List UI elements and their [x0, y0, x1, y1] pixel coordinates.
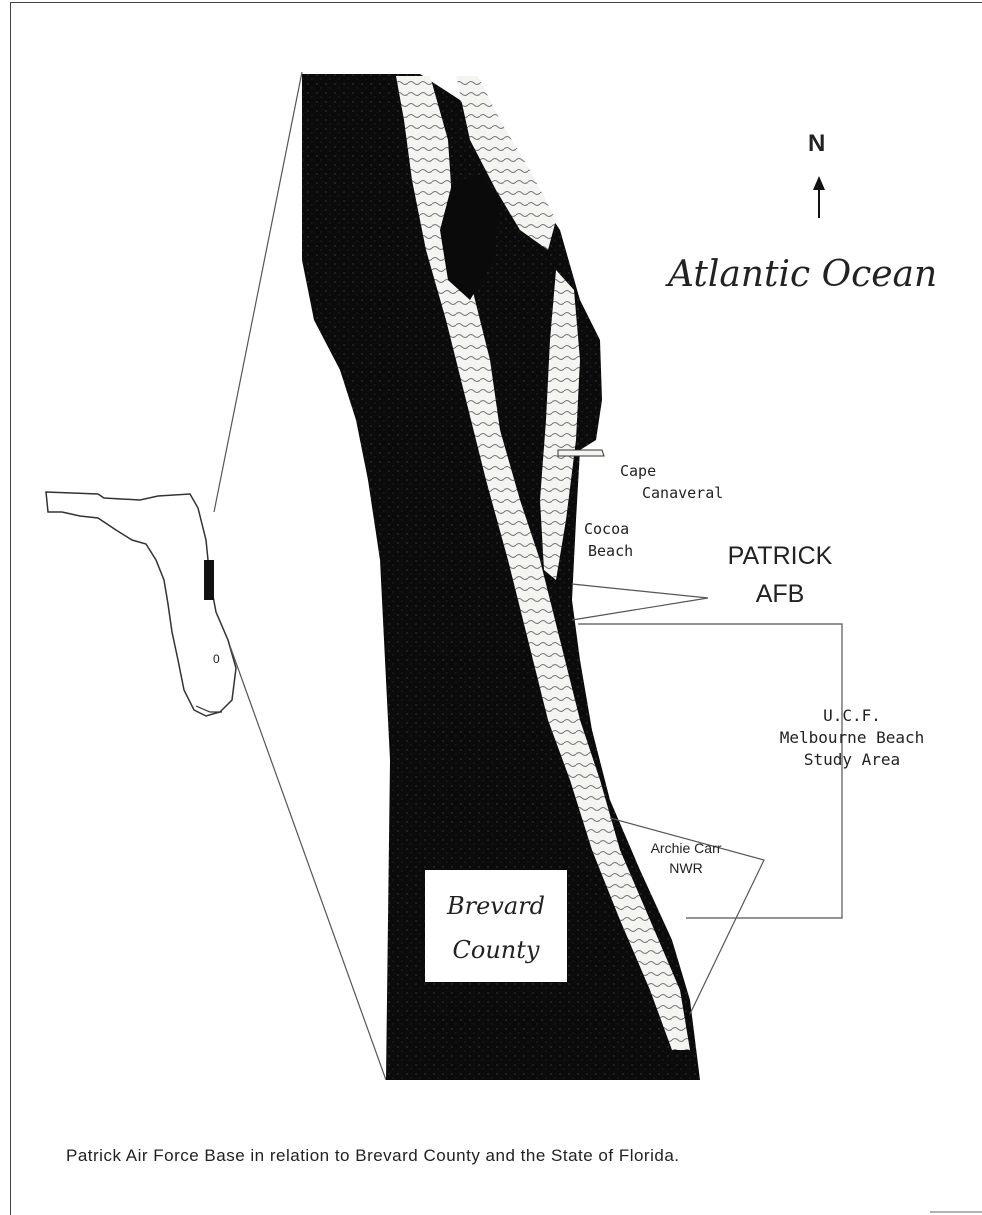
inset-label: 0: [213, 652, 220, 666]
place-label-cape: Cape: [620, 462, 657, 480]
projection-line-top: [213, 71, 303, 513]
place-label-beach: Beach: [588, 542, 634, 560]
place-label-cocoa: Cocoa: [584, 520, 630, 538]
florida-inset: [45, 491, 237, 717]
north-label: N: [808, 130, 826, 157]
brevard-inset-marker: [204, 560, 214, 600]
study-area-label-line1: U.C.F.: [823, 706, 881, 725]
study-area-label-line2: Melbourne Beach: [779, 728, 925, 747]
north-arrow-icon: [813, 176, 825, 218]
figure-frame: [10, 2, 982, 1215]
archie-carr-label: Archie Carr: [650, 840, 722, 856]
patrick-afb-label-line1: PATRICK: [727, 542, 833, 570]
merritt-island: [440, 174, 500, 300]
patrick-afb-pointer: [571, 583, 709, 621]
indian-river-lagoon: [396, 76, 690, 1050]
figure-caption: Patrick Air Force Base in relation to Br…: [66, 1146, 680, 1165]
ucf-study-area-bracket: [578, 623, 843, 919]
banana-river-south: [540, 270, 580, 580]
ocean-label: Atlantic Ocean: [668, 254, 938, 295]
place-label-canaveral: Canaveral: [642, 484, 724, 502]
study-area-label-line3: Study Area: [803, 750, 901, 769]
county-label-box: [425, 870, 567, 982]
cape-pier: [557, 449, 605, 457]
banana-river: [456, 76, 556, 250]
county-label: Brevard County: [446, 892, 545, 964]
patrick-afb-label-line2: AFB: [755, 580, 805, 608]
projection-line-bottom: [229, 645, 387, 1081]
archie-carr-pointer: [609, 817, 765, 1015]
nwr-label: NWR: [669, 860, 703, 876]
